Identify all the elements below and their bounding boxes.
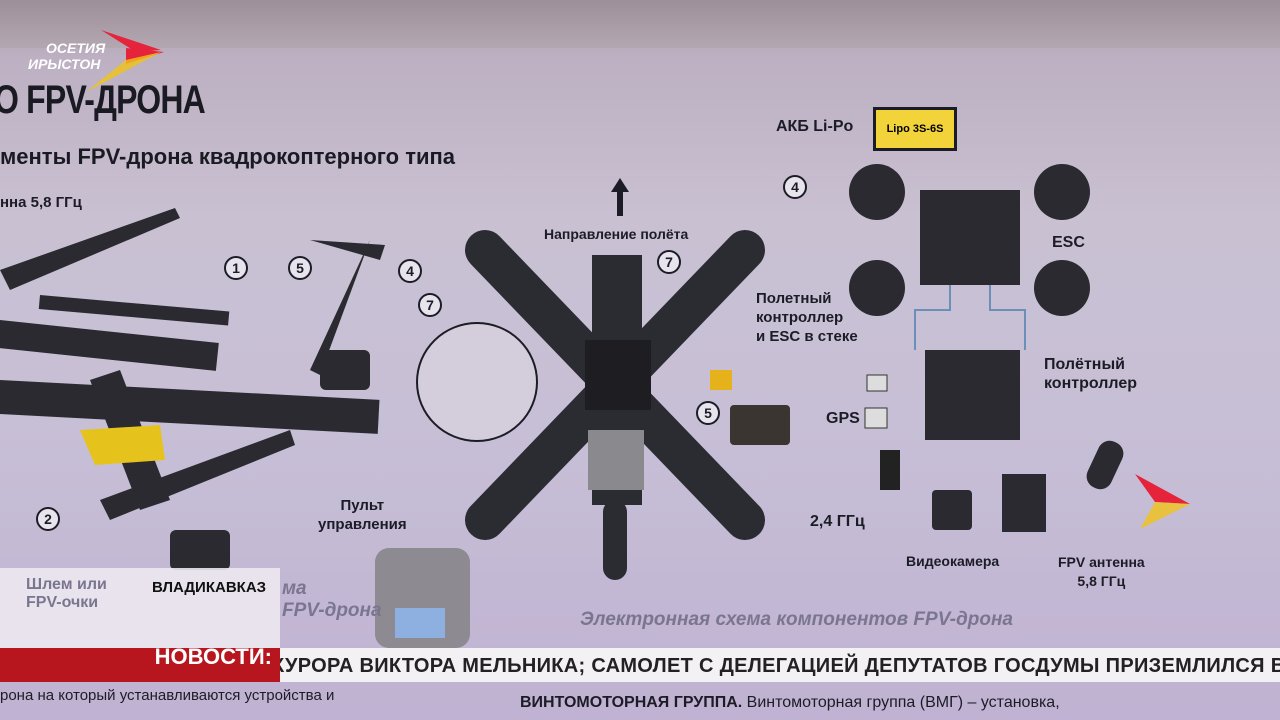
remote-label-line: Пульт	[340, 497, 385, 514]
location-label: ВЛАДИКАВКАЗ	[152, 579, 267, 596]
marker-4b: 4	[783, 175, 807, 199]
ticker-crawl: КУРОРА ВИКТОРА МЕЛЬНИКА; САМОЛЕТ С ДЕЛЕГ…	[280, 648, 1280, 682]
battery-label: АКБ Li-Po	[776, 118, 854, 135]
bottom-right-text: ВИНТОМОТОРНАЯ ГРУППА. Винтомоторная груп…	[520, 694, 1060, 712]
antenna-top-label: нна 5,8 ГГц	[0, 194, 82, 211]
marker-5b: 5	[696, 401, 720, 425]
logo-text-2: ИРЫСТОН	[28, 56, 101, 72]
marker-1: 1	[224, 256, 248, 280]
fpv-antenna-label: FPV антенна 5,8 ГГц	[1058, 553, 1145, 591]
marker-7: 7	[418, 293, 442, 317]
helmet-label-line: Шлем или	[26, 576, 107, 593]
schema-caption: Электронная схема компонентов FPV-дрона	[580, 609, 1013, 630]
gps-label: GPS	[826, 410, 860, 427]
left-caption-line: ма	[282, 578, 307, 599]
remote-screen	[395, 608, 445, 638]
helmet-label: Шлем или FPV-очки	[26, 576, 107, 612]
left-caption: ма FPV-дрона	[282, 578, 382, 622]
marker-4: 4	[398, 259, 422, 283]
remote-label: Пульт управления	[318, 496, 407, 534]
bottom-right-desc: Винтомоторная группа (ВМГ) – установка,	[742, 694, 1060, 711]
fc-label-line: контроллер	[1044, 375, 1138, 392]
helmet-label-line: FPV-очки	[26, 594, 99, 611]
marker-7b: 7	[657, 250, 681, 274]
stack-label-line: контроллер	[756, 309, 844, 326]
wiring-schematic	[849, 164, 1090, 490]
arrow-up-icon	[611, 178, 629, 216]
esc-label: ESC	[1052, 234, 1085, 251]
stack-board	[730, 405, 790, 445]
vtx-board	[1002, 474, 1046, 532]
logo-text-1: ОСЕТИЯ	[46, 40, 106, 56]
camera-icon	[932, 490, 972, 530]
logo-arrow-icon	[86, 30, 164, 92]
ticker-text: КУРОРА ВИКТОРА МЕЛЬНИКА; САМОЛЕТ С ДЕЛЕГ…	[280, 655, 1280, 677]
lower-third: Шлем или FPV-очки ВЛАДИКАВКАЗ	[0, 568, 280, 648]
battery-box: Lipo 3S-6S	[873, 107, 957, 151]
fpv-antenna-line: 5,8 ГГц	[1077, 573, 1126, 589]
fc-label-line: Полётный	[1044, 356, 1125, 373]
camera-label: Видеокамера	[906, 553, 1000, 569]
stack-label-line: и ESC в стеке	[756, 328, 858, 345]
detail-circle	[416, 322, 538, 442]
ticker-label: НОВОСТИ:	[154, 644, 272, 669]
marker-2: 2	[36, 507, 60, 531]
channel-logo: ОСЕТИЯ ИРЫСТОН	[26, 30, 176, 92]
poster-title: О FPV-ДРОНА	[0, 78, 206, 122]
rx-label: 2,4 ГГц	[810, 513, 865, 530]
stack-label: Полетный контроллер и ESC в стеке	[756, 289, 858, 346]
watermark-arrow-icon	[1135, 474, 1190, 529]
remote-controller	[375, 548, 470, 648]
bottom-left-text: рона на который устанавливаются устройст…	[0, 687, 335, 704]
poster-subtitle: менты FPV-дрона квадрокоптерного типа	[0, 144, 456, 169]
fpv-antenna-line: FPV антенна	[1058, 554, 1145, 570]
exploded-drone-illustration	[0, 208, 385, 570]
flight-direction-label: Направление полёта	[544, 226, 689, 242]
top-band	[0, 0, 1280, 48]
marker-5: 5	[288, 256, 312, 280]
frame-illustration	[465, 230, 765, 580]
bottom-right-bold: ВИНТОМОТОРНАЯ ГРУППА.	[520, 694, 743, 711]
remote-label-line: управления	[318, 516, 407, 533]
left-caption-line: FPV-дрона	[282, 600, 382, 621]
stack-label-line: Полетный	[756, 290, 832, 307]
fc-label: Полётный контроллер	[1044, 355, 1137, 393]
ticker-label-box: НОВОСТИ:	[0, 644, 280, 682]
